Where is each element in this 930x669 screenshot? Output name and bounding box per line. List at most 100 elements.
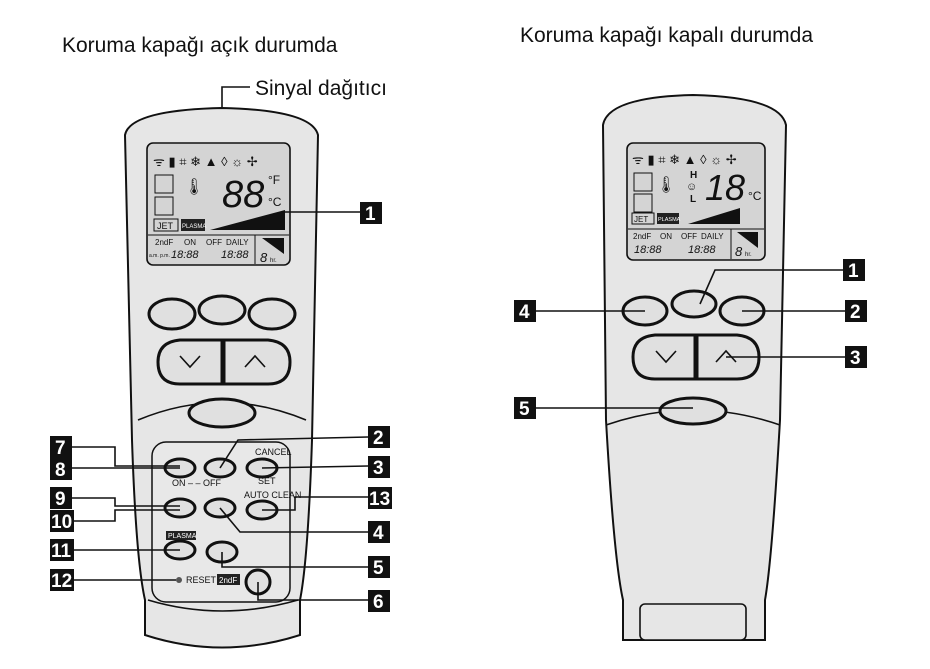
- airflow-button[interactable]: [163, 497, 197, 519]
- set-label: SET: [258, 476, 276, 486]
- lcd-hours-unit: hr.: [745, 252, 752, 258]
- leader-lines-right: [536, 269, 845, 409]
- lcd-on: ON: [184, 238, 196, 247]
- temp-up-button[interactable]: [222, 338, 292, 386]
- plasma-label-box: [166, 531, 196, 540]
- callout-5: 5: [519, 399, 530, 420]
- lcd-jet: JET: [157, 221, 174, 231]
- lcd-ampm: a.m. p.m.: [149, 253, 170, 259]
- cover-panel: [151, 441, 291, 603]
- house-icon: [154, 174, 174, 194]
- callout-11: 11: [51, 541, 72, 562]
- callout-3: 3: [850, 348, 861, 369]
- thermometer-icon: 🌡: [656, 176, 676, 194]
- jet-button[interactable]: [197, 294, 247, 326]
- callout-4: 4: [373, 523, 384, 544]
- lcd-star-corner: [262, 238, 284, 254]
- remote-open: ᯤ ▮ ⌗ ❄ ▲ ◊ ☼ ✢ 🌡 88 °F °C JET PLASMA 2n…: [123, 106, 320, 649]
- caption-signal-transmitter: Sinyal dağıtıcı: [255, 77, 387, 100]
- lcd-plasma: PLASMA: [182, 224, 206, 230]
- fan-speed-button[interactable]: [658, 396, 728, 426]
- lcd-high: H: [690, 170, 697, 181]
- smile-icon: ☺: [686, 181, 697, 193]
- fan-speed-bars: [688, 208, 740, 224]
- lcd-jet-box: [631, 212, 655, 225]
- lcd-star-corner: [737, 232, 758, 248]
- signal-leader-line: [221, 86, 250, 112]
- lcd-temp-digits: 88: [222, 174, 264, 216]
- temp-down-button[interactable]: [631, 333, 697, 381]
- lcd-2ndf: 2ndF: [155, 238, 173, 247]
- thermometer-icon: 🌡: [184, 178, 204, 196]
- callout-1: 1: [365, 204, 376, 225]
- mode-button[interactable]: [147, 297, 197, 331]
- plasma-label: PLASMA: [168, 533, 197, 540]
- lcd-unit-c: °C: [748, 189, 762, 203]
- lcd-time-on: 18:88: [634, 244, 662, 256]
- callout-2: 2: [373, 428, 384, 449]
- callouts-right: 1 4 2 3 5: [514, 259, 867, 420]
- lcd-hours: 8: [735, 244, 743, 259]
- callout-5: 5: [373, 558, 384, 579]
- lcd-on: ON: [660, 232, 672, 241]
- callout-2: 2: [850, 302, 861, 323]
- auto-clean-label: AUTO CLEAN: [244, 490, 301, 500]
- lcd-mode-icons: ᯤ ▮ ⌗ ❄ ▲ ◊ ☼ ✢: [632, 152, 737, 167]
- lcd-plasma-box: [181, 219, 205, 231]
- lcd-unit-c: °C: [268, 195, 282, 209]
- callout-7: 7: [55, 438, 66, 459]
- callout-8: 8: [55, 460, 66, 481]
- lcd-off: OFF: [681, 232, 697, 241]
- lcd-jet-box: [153, 218, 179, 232]
- lcd-jet: JET: [634, 215, 648, 224]
- lcd-unit-f: °F: [268, 173, 280, 187]
- battery-cover: [639, 603, 747, 641]
- callout-13: 13: [369, 489, 390, 510]
- lcd-time-on: 18:88: [171, 249, 199, 261]
- jet-button[interactable]: [670, 289, 718, 319]
- callout-6: 6: [373, 592, 384, 613]
- second-f-label: 2ndF: [219, 576, 237, 585]
- fan-speed-button[interactable]: [187, 397, 257, 429]
- fan-speed-bars: [210, 210, 285, 230]
- lcd-temp-digits: 18: [705, 167, 745, 208]
- lcd-plasma-box: [657, 213, 679, 224]
- house-icon: [633, 172, 653, 192]
- chevron-down-icon: [179, 355, 201, 369]
- chevron-up-icon: [244, 354, 266, 368]
- temp-down-button[interactable]: [156, 338, 224, 386]
- caption-closed-cover: Koruma kapağı kapalı durumda: [520, 24, 813, 47]
- power-button[interactable]: [247, 297, 297, 331]
- lcd-mode-icons: ᯤ ▮ ⌗ ❄ ▲ ◊ ☼ ✢: [153, 154, 258, 169]
- leader-lines-left: [72, 211, 369, 601]
- lcd-hours: 8: [260, 250, 268, 265]
- lcd-time-off: 18:88: [688, 244, 716, 256]
- callout-3: 3: [373, 458, 384, 479]
- lcd-low: L: [690, 194, 696, 205]
- sleep-icon: [633, 193, 653, 213]
- lcd-daily: DAILY: [701, 232, 724, 241]
- lcd-2ndf: 2ndF: [633, 232, 651, 241]
- remote-bottom-edge: [147, 599, 299, 612]
- cancel-label: CANCEL: [255, 447, 292, 457]
- sleep-icon: [154, 196, 174, 216]
- lcd-off: OFF: [206, 238, 222, 247]
- reset-label: RESET: [186, 575, 217, 585]
- lcd-daily: DAILY: [226, 238, 249, 247]
- lcd-hours-unit: hr.: [270, 258, 277, 264]
- lcd-time-off: 18:88: [221, 249, 249, 261]
- callout-9: 9: [55, 489, 66, 510]
- callout-12: 12: [51, 571, 72, 592]
- callout-1: 1: [848, 261, 859, 282]
- callouts-left: 1 2 3 13 4 5 6 7 8 9 10 11 12: [50, 202, 392, 613]
- chevron-down-icon: [655, 350, 677, 364]
- remote-closed: ᯤ ▮ ⌗ ❄ ▲ ◊ ☼ ✢ 🌡 H ☺ L 18 °C JET PLASMA…: [601, 93, 788, 641]
- callout-10: 10: [51, 512, 72, 533]
- chevron-up-icon: [715, 349, 737, 363]
- caption-open-cover: Koruma kapağı açık durumda: [62, 34, 338, 57]
- on-off-label: ON – – OFF: [172, 478, 222, 488]
- lcd-plasma: PLASMA: [658, 217, 681, 223]
- reset-button[interactable]: [176, 577, 182, 583]
- callout-4: 4: [519, 302, 530, 323]
